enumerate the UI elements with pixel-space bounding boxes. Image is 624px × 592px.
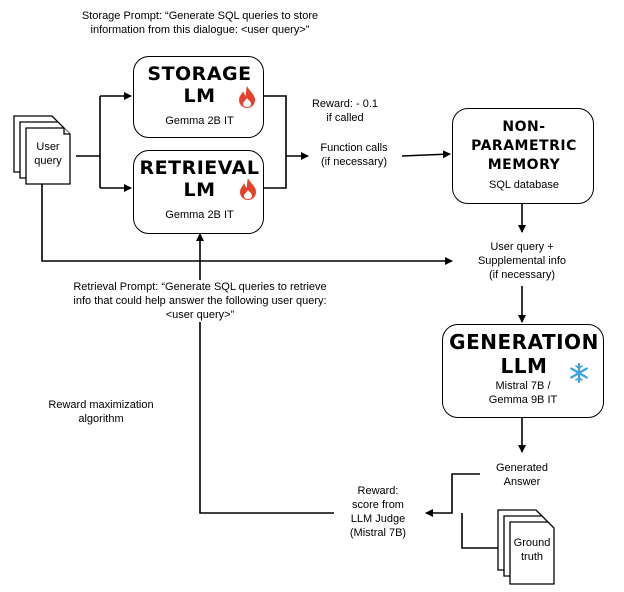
reward-penalty-line-2: if called — [326, 112, 364, 124]
reward-judge-text: Reward: score from LLM Judge (Mistral 7B… — [330, 484, 426, 540]
storage-prompt-line-2: information from this dialogue: <user qu… — [90, 24, 310, 36]
reward-max-text: Reward maximization algorithm — [26, 398, 176, 426]
user-query-document: User query — [12, 114, 72, 190]
reward-penalty-line-1: Reward: - 0.1 — [311, 98, 379, 110]
retrieval-prompt-line-3: <user query>” — [165, 309, 235, 321]
snowflake-icon — [570, 363, 588, 383]
generation-title-1: GENERATION — [449, 330, 599, 354]
storage-prompt-line-1: Storage Prompt: “Generate SQL queries to… — [81, 10, 319, 22]
function-calls-line-1: Function calls — [320, 142, 388, 154]
reward-judge-line-4: (Mistral 7B) — [349, 527, 407, 539]
generated-answer-line-2: Answer — [503, 476, 541, 488]
arrow-feedback — [196, 233, 334, 514]
generation-llm-box: GENERATION LLM Mistral 7B / Gemma 9B IT — [442, 324, 604, 418]
arrow-calls-to-memory — [401, 150, 451, 159]
flame-icon — [239, 86, 255, 108]
ground-truth-document: Ground truth — [496, 508, 558, 588]
reward-penalty-text: Reward: - 0.1 if called — [300, 97, 390, 125]
retrieval-lm-box: RETRIEVAL LM Gemma 2B IT — [133, 150, 264, 234]
reward-judge-line-3: LLM Judge — [350, 513, 406, 525]
function-calls-line-2: (if necessary) — [320, 156, 388, 168]
ground-truth-line-2: truth — [520, 551, 543, 563]
generation-title-2: LLM — [500, 354, 548, 378]
memory-title-1: NON- — [502, 119, 546, 135]
storage-lm-title-2: LM — [183, 85, 216, 107]
ground-truth-line-1: Ground — [513, 537, 551, 549]
memory-title-2: PARAMETRIC — [471, 138, 577, 154]
generation-model-2: Gemma 9B IT — [488, 394, 558, 406]
reward-judge-line-1: Reward: — [357, 485, 399, 497]
memory-box: NON- PARAMETRIC MEMORY SQL database — [452, 108, 594, 204]
memory-subtitle: SQL database — [489, 179, 559, 191]
supplemental-line-1: User query + — [490, 241, 554, 253]
storage-lm-title-1: STORAGE — [147, 63, 252, 85]
storage-prompt-text: Storage Prompt: “Generate SQL queries to… — [60, 9, 340, 37]
storage-lm-box: STORAGE LM Gemma 2B IT — [133, 56, 264, 138]
user-query-line-1: User — [36, 141, 60, 153]
arrow-to-judge — [425, 473, 480, 517]
retrieval-lm-title-2: LM — [183, 179, 216, 201]
supplemental-line-2: Supplemental info — [477, 255, 567, 267]
retrieval-prompt-line-2: info that could help answer the followin… — [73, 295, 327, 307]
generated-answer-line-1: Generated — [496, 462, 548, 474]
arrow-lms-to-calls — [264, 95, 287, 189]
arrow-query-bypass — [41, 152, 453, 265]
storage-lm-model: Gemma 2B IT — [165, 115, 234, 127]
retrieval-prompt-line-1: Retrieval Prompt: “Generate SQL queries … — [73, 281, 327, 293]
supplemental-line-3: (if necessary) — [488, 269, 556, 281]
supplemental-text: User query + Supplemental info (if neces… — [462, 240, 582, 282]
retrieval-prompt-text: Retrieval Prompt: “Generate SQL queries … — [2, 280, 398, 322]
generation-model-1: Mistral 7B / — [495, 380, 551, 392]
reward-judge-line-2: score from — [352, 499, 404, 511]
function-calls-text: Function calls (if necessary) — [306, 141, 402, 169]
user-query-line-2: query — [34, 155, 62, 167]
retrieval-lm-title-1: RETRIEVAL — [139, 157, 260, 179]
generated-answer-text: Generated Answer — [482, 461, 562, 489]
reward-max-line-1: Reward maximization — [48, 399, 154, 411]
memory-title-3: MEMORY — [487, 157, 561, 173]
reward-max-line-2: algorithm — [78, 413, 124, 425]
flame-icon — [240, 178, 256, 200]
retrieval-lm-model: Gemma 2B IT — [165, 209, 234, 221]
